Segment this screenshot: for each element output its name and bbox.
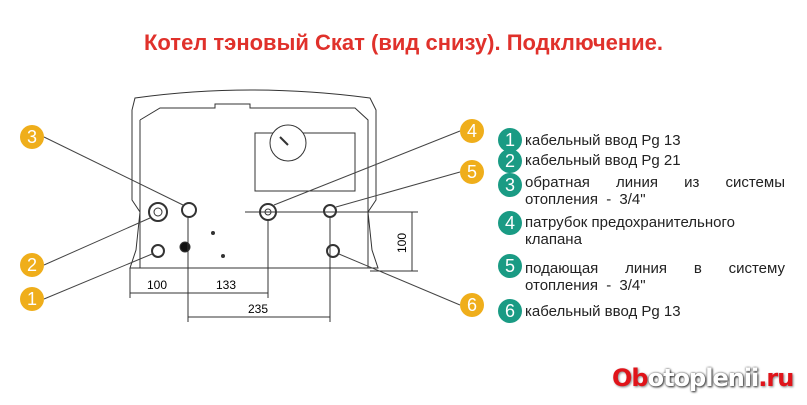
legend-badge-2: 2 <box>498 149 522 173</box>
legend-text-4: патрубок предохранительного клапана <box>525 214 735 248</box>
site-logo: Obotoplenii.ru <box>612 364 794 392</box>
legend-badge-3: 3 <box>498 173 522 197</box>
legend-badge-6: 6 <box>498 299 522 323</box>
dim-100-horizontal: 100 <box>147 278 168 292</box>
legend-text-6: кабельный ввод Pg 13 <box>525 303 681 320</box>
legend-badge-4: 4 <box>498 211 522 235</box>
thermometer <box>269 124 307 162</box>
legend-text-1: кабельный ввод Pg 13 <box>525 132 681 149</box>
callout-3: 3 <box>20 125 44 149</box>
part-3 <box>181 202 197 218</box>
part-5 <box>323 204 337 218</box>
leader-lines <box>43 130 461 306</box>
control-panel <box>254 132 356 192</box>
dim-235: 235 <box>248 302 269 316</box>
legend-text-3: обратная линия из системы отопления - 3/… <box>525 174 785 208</box>
callout-6: 6 <box>460 293 484 317</box>
part-6 <box>326 244 340 258</box>
callout-1: 1 <box>20 287 44 311</box>
callout-2: 2 <box>20 253 44 277</box>
legend-text-5: подающая линия в систему отопления - 3/4… <box>525 260 785 294</box>
legend-text-2: кабельный ввод Pg 21 <box>525 152 681 169</box>
dim-100-vertical: 100 <box>395 232 410 254</box>
callout-5: 5 <box>460 160 484 184</box>
boiler-outline <box>129 89 379 269</box>
part-1 <box>151 244 165 258</box>
part-2 <box>148 202 168 222</box>
page-title: Котел тэновый Скат (вид снизу). Подключе… <box>143 30 663 55</box>
dim-133: 133 <box>216 278 237 292</box>
dimension-lines <box>129 211 418 322</box>
boiler-inner <box>139 103 369 268</box>
legend-badge-1: 1 <box>498 128 522 152</box>
callout-4: 4 <box>460 119 484 143</box>
legend-badge-5: 5 <box>498 254 522 278</box>
